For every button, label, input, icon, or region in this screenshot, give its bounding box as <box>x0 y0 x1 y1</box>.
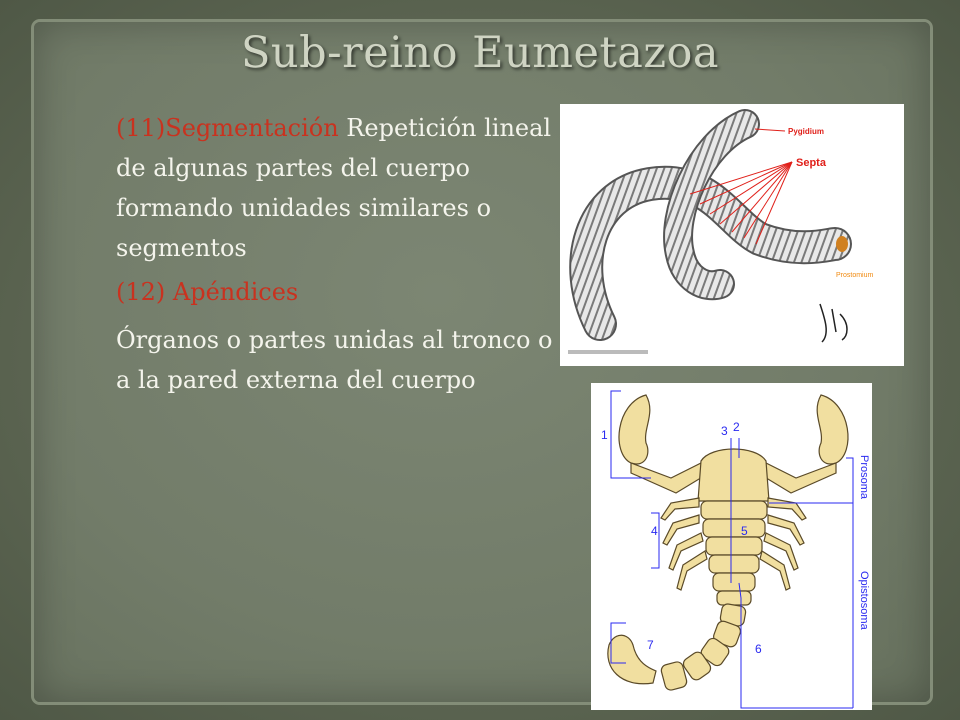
pygidium-pointer <box>754 128 786 132</box>
worm-body <box>571 167 850 339</box>
worm-drawing: Pygidium Septa Prostomium <box>568 109 874 354</box>
septa-label: Septa <box>796 157 827 169</box>
septa-pointer-lines <box>689 161 793 245</box>
item1-text: Repetición lineal de algunas partes del … <box>116 114 552 262</box>
item1-heading: (11)Segmentación <box>116 114 339 142</box>
scorpion-body <box>607 394 849 691</box>
slide-title: Sub-reino Eumetazoa <box>240 28 720 78</box>
pygidium-label: Pygidium <box>788 127 824 136</box>
item2-text: Órganos o partes unidas al tronco o a la… <box>116 326 553 394</box>
item2-heading: (12) Apéndices <box>116 278 299 306</box>
label-2: 2 <box>733 420 740 434</box>
label-4: 4 <box>651 524 658 538</box>
worm-tail <box>665 111 758 299</box>
slide-body: (11)Segmentación Repetición lineal de al… <box>116 108 566 400</box>
caption-smudge <box>568 350 648 354</box>
label-1: 1 <box>601 428 608 442</box>
label-7: 7 <box>647 638 654 652</box>
item-segmentacion: (11)Segmentación Repetición lineal de al… <box>116 108 566 268</box>
prosoma-label: Prosoma <box>858 455 870 500</box>
scorpion-labels: 1 2 3 4 5 6 7 <box>601 420 762 656</box>
scorpion-illustration: 1 2 3 4 5 6 7 Prosoma Opistosoma <box>591 383 872 710</box>
opistosoma-label: Opistosoma <box>858 571 870 631</box>
label-6: 6 <box>755 642 762 656</box>
label-3: 3 <box>721 424 728 438</box>
signature-mark <box>819 303 848 343</box>
prostomium-label: Prostomium <box>836 272 874 279</box>
label-5: 5 <box>741 524 748 538</box>
worm-head <box>836 236 848 252</box>
worm-illustration: Pygidium Septa Prostomium <box>560 104 904 366</box>
scorpion-drawing: 1 2 3 4 5 6 7 Prosoma Opistosoma <box>601 390 870 709</box>
annotation-lines <box>610 390 854 709</box>
